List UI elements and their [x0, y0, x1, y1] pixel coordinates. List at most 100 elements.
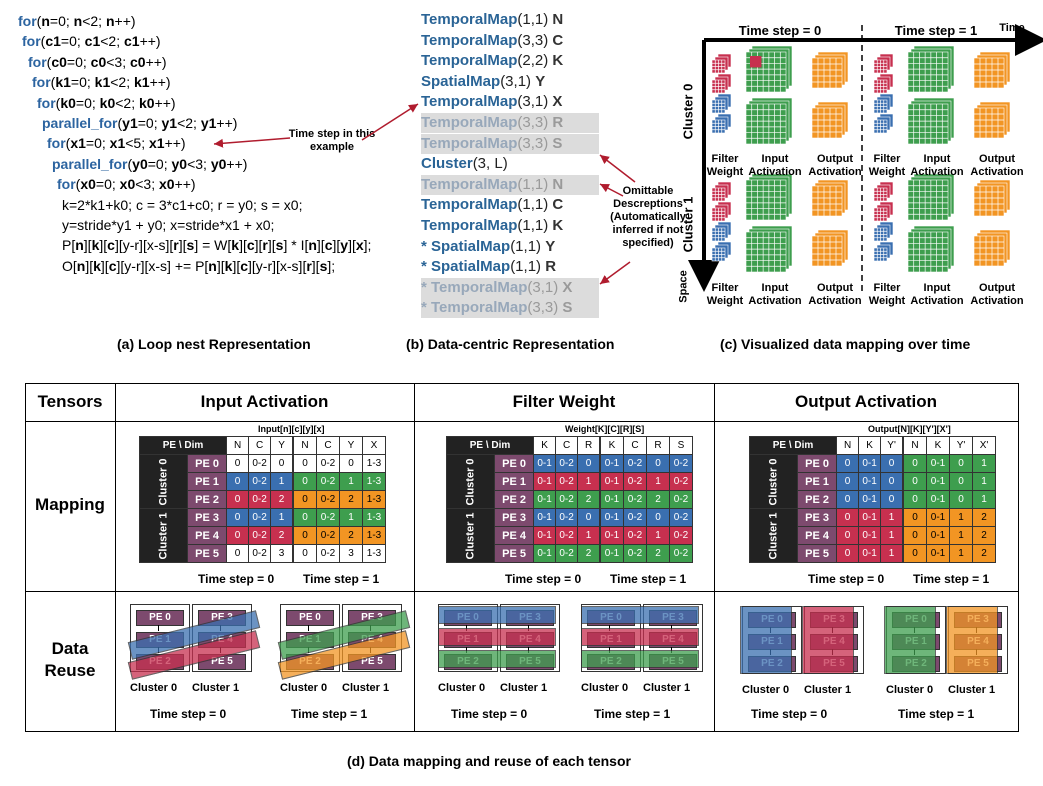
dim-header: Y' — [880, 436, 904, 455]
mapping-cell: 1 — [270, 508, 294, 527]
dim-header: Y — [339, 436, 363, 455]
pe-label: PE 3 — [494, 508, 535, 527]
mapping-cell: 0 — [646, 508, 670, 527]
reuse-ts-label: Time step = 0 — [751, 707, 828, 721]
mapping-cell: 0-2 — [316, 508, 340, 527]
arrow-omit-1 — [599, 154, 636, 183]
cluster-label: Cluster 1 — [948, 684, 996, 696]
mapping-cell: 1 — [270, 472, 294, 491]
mapping-cell: 0-1 — [926, 490, 950, 509]
mapping-cell: 1 — [972, 454, 996, 473]
mapping-cell: 0-1 — [926, 544, 950, 563]
cluster-label: Cluster 1 — [138, 508, 189, 563]
arrow-to-x1-loop — [213, 137, 291, 148]
viz-tensor-label: Output Activation — [970, 153, 1024, 178]
mapping-cell: 0 — [226, 526, 250, 545]
cluster-label: Cluster 0 — [445, 454, 496, 509]
mapping-cell: 0-1 — [533, 544, 557, 563]
col-title-output: Output Activation — [795, 392, 937, 411]
directive-row: TemporalMap(3,1) X — [421, 93, 563, 111]
code-line: for(k1=0; k1<2; k1++) — [32, 74, 171, 91]
pe-box: PE 0 — [136, 610, 184, 626]
mapping-cell: 2 — [577, 490, 601, 509]
mapping-cell: 0 — [226, 544, 250, 563]
code-line: for(x0=0; x0<3; x0++) — [57, 176, 196, 193]
dim-header: N — [293, 436, 317, 455]
pe-label: PE 5 — [797, 544, 838, 563]
mapping-cell: 1-3 — [362, 544, 386, 563]
pe-label: PE 5 — [494, 544, 535, 563]
caption-b: (b) Data-centric Representation — [406, 336, 615, 352]
reuse-band — [581, 628, 699, 646]
annotation-arrows — [213, 103, 636, 285]
dim-header: C — [248, 436, 272, 455]
mapping-cell: 0 — [903, 454, 927, 473]
mapping-cell: 0 — [880, 472, 904, 491]
code-line: k=2*k1+k0; c = 3*c1+c0; r = y0; s = x0; — [62, 196, 303, 213]
pe-label: PE 3 — [797, 508, 838, 527]
dim-header: S — [669, 436, 693, 455]
mapping-cell: 0-1 — [858, 490, 882, 509]
mapping-cell: 0-1 — [600, 544, 624, 563]
directive-row: * SpatialMap(1,1) R — [421, 258, 557, 276]
mapping-cell: 0-2 — [316, 526, 340, 545]
mapping-cell: 0 — [577, 454, 601, 473]
reuse-ts-label: Time step = 0 — [451, 707, 528, 721]
caption-a: (a) Loop nest Representation — [117, 336, 311, 352]
code-line: parallel_for(y1=0; y1<2; y1++) — [42, 115, 238, 131]
pe-label: PE 1 — [494, 472, 535, 491]
viz-time-axis-label: Time — [999, 22, 1025, 34]
col-title-input: Input Activation — [200, 392, 329, 411]
viz-tensor-label: Output Activation — [970, 282, 1024, 307]
mapping-cell: 0-1 — [533, 472, 557, 491]
tensors-header: Tensors — [37, 392, 103, 411]
reuse-ts-label: Time step = 0 — [150, 707, 227, 721]
mapping-cell: 1-3 — [362, 472, 386, 491]
mapping-cell: 0-2 — [316, 472, 340, 491]
mapping-cell: 0-1 — [600, 472, 624, 491]
mapping-cell: 2 — [972, 526, 996, 545]
directive-row: TemporalMap(2,2) K — [421, 52, 564, 70]
dim-header: C — [555, 436, 579, 455]
col-title-filter: Filter Weight — [512, 392, 616, 411]
mapping-cell: 0-2 — [555, 526, 579, 545]
mapping-cell: 0 — [949, 490, 973, 509]
mapping-cell: 0 — [903, 490, 927, 509]
mapping-cell: 0 — [836, 508, 860, 527]
viz-tensor-label: Input Activation — [910, 282, 964, 307]
mapping-cell: 0-2 — [555, 454, 579, 473]
pe-dim-header: PE \ Dim — [748, 436, 838, 455]
mapping-cell: 1-3 — [362, 454, 386, 473]
mapping-cell: 0-2 — [623, 526, 647, 545]
mapping-cell: 0-1 — [926, 526, 950, 545]
mapping-table-ts0: PE \ DimNCYXCluster 0PE 000-200-2PE 100-… — [138, 436, 316, 563]
mapping-ts1-label: Time step = 1 — [610, 572, 687, 586]
mapping-cell: 3 — [270, 544, 294, 563]
mapping-cell: 0 — [226, 508, 250, 527]
mapping-cell: 0-1 — [533, 508, 557, 527]
mapping-cell: 0 — [270, 454, 294, 473]
mapping-cell: 0-2 — [248, 544, 272, 563]
mapping-cell: 1 — [577, 526, 601, 545]
caption-d: (d) Data mapping and reuse of each tenso… — [347, 753, 631, 769]
mapping-cell: 0-2 — [248, 508, 272, 527]
mapping-cell: 0-1 — [600, 508, 624, 527]
cluster-label: Cluster 1 — [804, 684, 852, 696]
mapping-cell: 0 — [646, 454, 670, 473]
mapping-cell: 0 — [903, 526, 927, 545]
down-arrow — [158, 625, 159, 631]
viz-ts1-label: Time step = 1 — [894, 23, 978, 38]
directive-row: SpatialMap(3,1) Y — [421, 72, 546, 90]
mapping-cell: 0-1 — [533, 526, 557, 545]
dim-header: R — [577, 436, 601, 455]
mapping-table-ts0: PE \ DimKCRSCluster 0PE 00-10-200-2PE 10… — [445, 436, 623, 563]
cluster-label: Cluster 0 — [280, 682, 328, 694]
cluster-label: Cluster 0 — [438, 682, 486, 694]
dim-header: K — [533, 436, 557, 455]
directive-row: TemporalMap(1,1) C — [421, 196, 564, 214]
viz-tensor-label: Input Activation — [910, 153, 964, 178]
mapping-cell: 0-2 — [669, 454, 693, 473]
pe-label: PE 2 — [797, 490, 838, 509]
